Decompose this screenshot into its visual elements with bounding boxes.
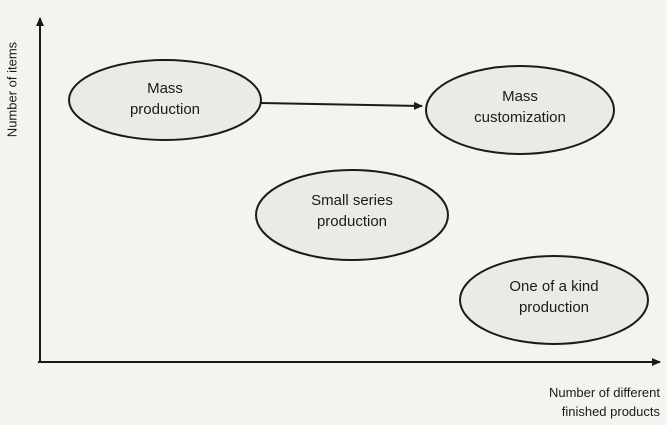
y-axis-label: Number of items: [4, 41, 20, 138]
x-axis-label: Number of different finished products: [470, 383, 660, 421]
node-mass-production: Mass production: [85, 78, 245, 120]
node-mass-production-line2: production: [129, 101, 201, 118]
node-small-series: Small series production: [272, 190, 432, 232]
ellipse-mass-production: [68, 59, 262, 141]
ellipse-one-of-a-kind: [459, 255, 649, 345]
node-mass-customization-line1: Mass: [502, 88, 538, 105]
node-mass-production-line1: Mass: [147, 80, 183, 97]
node-one-of-a-kind-line2: production: [518, 299, 590, 316]
node-one-of-a-kind-line1: One of a kind: [509, 278, 599, 295]
arrow-mass-to-customization: [260, 101, 423, 110]
ellipse-mass-customization: [425, 65, 615, 155]
ellipse-small-series: [255, 169, 449, 261]
x-axis-label-line2: finished products: [561, 404, 660, 419]
x-axis-label-line1: Number of different: [548, 385, 660, 400]
node-mass-customization-line2: customization: [474, 109, 566, 126]
node-mass-customization: Mass customization: [440, 86, 600, 128]
node-small-series-line2: production: [316, 213, 388, 230]
node-small-series-line1: Small series: [311, 192, 393, 209]
node-one-of-a-kind: One of a kind production: [474, 276, 634, 318]
